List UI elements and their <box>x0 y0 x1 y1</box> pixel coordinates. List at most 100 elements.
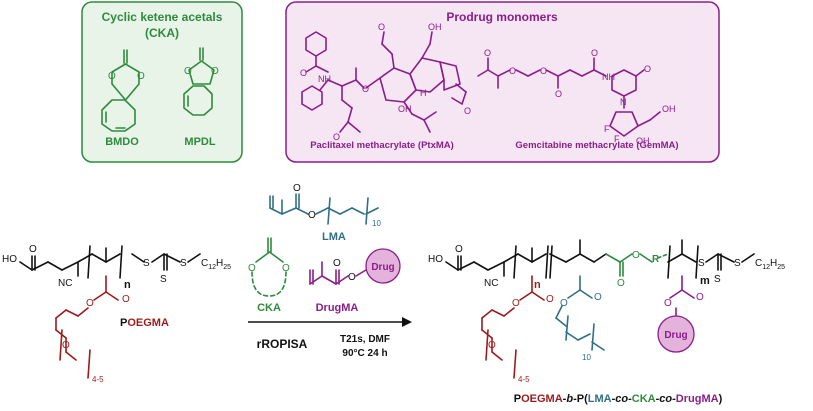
cka-label: CKA <box>257 302 281 314</box>
product-c12h25: C12H25 <box>755 258 785 271</box>
product-label-dash5: - <box>656 393 660 405</box>
poegma-o-ester2: O <box>86 298 94 309</box>
gemma-o3: O <box>540 66 547 76</box>
lma-o2: O <box>308 210 316 221</box>
product-structure: HO O NC n O O R m S S S C12H25 O O <box>428 239 785 405</box>
gemma-o4: O <box>555 89 562 99</box>
poegma-s1: S <box>143 258 150 269</box>
product-label-oegma: OEGMA <box>521 393 563 405</box>
product-h: H <box>770 258 777 269</box>
gemma-n1: N <box>620 97 627 107</box>
product-c-sub: 12 <box>762 264 770 271</box>
reaction-conditions-2: 90°C 24 h <box>342 348 387 359</box>
gemma-oh2: OH <box>662 104 676 114</box>
poegma-label-p: P <box>120 317 127 329</box>
poegma-structure: HO O NC n S S S C12H25 O O O 4-5 P <box>2 244 231 384</box>
product-label-cka: CKA <box>632 393 656 405</box>
product-o-blue1: O <box>594 292 602 303</box>
bmdo-structure <box>101 49 140 132</box>
poegma-n: n <box>124 279 131 291</box>
bmdo-label: BMDO <box>105 136 139 148</box>
gemma-label: Gemcitabine methacrylate (GemMA) <box>515 140 678 151</box>
product-o-cka2: O <box>632 250 640 261</box>
reaction-arrow <box>248 317 412 327</box>
gemma-f2: F <box>614 134 620 144</box>
drug-circle-reagent-label: Drug <box>371 262 394 273</box>
mpdl-o-right: O <box>211 66 219 77</box>
ptxma-oh2: OH <box>398 104 412 114</box>
bmdo-o-left: O <box>108 71 116 82</box>
product-sub-4-5: 4-5 <box>518 375 530 384</box>
cka-box-subtitle: (CKA) <box>145 26 179 40</box>
product-label-co2: co <box>659 393 672 405</box>
product-o-pur1: O <box>696 292 704 303</box>
poegma-o-ester1: O <box>122 294 130 305</box>
poegma-label-rest: OEGMA <box>127 317 169 329</box>
cka-box-title: Cyclic ketene acetals <box>102 10 223 24</box>
poegma-nc: NC <box>58 278 72 289</box>
drugma-o1: O <box>333 258 341 269</box>
product-o-pur2: O <box>664 298 672 309</box>
prodrug-box: Prodrug monomers <box>285 1 720 163</box>
product-nc: NC <box>484 278 498 289</box>
ptxma-o1: O <box>300 68 307 78</box>
product-label-co1: co <box>615 393 628 405</box>
ptxma-o2: O <box>362 84 369 94</box>
reaction-conditions-1: T21s, DMF <box>340 334 390 345</box>
gemma-o5: O <box>591 48 598 58</box>
ptxma-o5: O <box>464 106 471 116</box>
product-label-b: b <box>566 393 573 405</box>
ptxma-h: H <box>420 88 427 98</box>
reagents: O O 10 LMA O O CKA O O Drug <box>248 183 401 314</box>
gemma-nh: NH <box>602 72 615 82</box>
product-label-close: ) <box>719 393 723 405</box>
mpdl-structure <box>183 47 215 116</box>
poegma-s3: S <box>180 258 187 269</box>
poegma-label: POEGMA <box>120 317 169 329</box>
product-label-lma: LMA <box>588 393 612 405</box>
mpdl-o-left: O <box>184 66 192 77</box>
lma-label: LMA <box>322 231 346 243</box>
poegma-oh: HO <box>2 254 17 265</box>
poegma-h: H <box>216 258 223 269</box>
product-label: POEGMA-b-P(LMA-co-CKA-co-DrugMA) <box>514 393 723 405</box>
lma-sub-10: 10 <box>372 219 381 228</box>
poegma-o-ether: O <box>62 340 70 351</box>
product-s3: S <box>734 258 741 269</box>
product-ho: HO <box>428 254 443 265</box>
drug-circle-product <box>657 315 695 353</box>
product-h-sub: 25 <box>777 264 785 271</box>
cka-box: Cyclic ketene acetals (CKA) O O BMDO O O… <box>81 1 243 163</box>
poegma-h-sub: 25 <box>223 264 231 271</box>
ptxma-o3: O <box>333 132 340 142</box>
ptxma-o4: O <box>378 22 385 32</box>
gemma-o2: O <box>509 66 516 76</box>
product-label-p1: P <box>514 393 521 405</box>
ptxma-label: Paclitaxel methacrylate (PtxMA) <box>310 140 454 151</box>
prodrug-box-frame <box>285 1 720 163</box>
gemma-f1: F <box>604 124 610 134</box>
cka-o-left: O <box>248 263 256 274</box>
bmdo-o-right: O <box>137 71 145 82</box>
prodrug-box-title: Prodrug monomers <box>446 10 558 24</box>
product-label-dash6: - <box>672 393 676 405</box>
poegma-sub-4-5: 4-5 <box>92 375 104 384</box>
gemma-oh1: OH <box>636 136 650 146</box>
drug-circle-product-label: Drug <box>664 330 687 341</box>
product-m: m <box>700 275 710 287</box>
drug-circle-reagent <box>365 248 401 284</box>
product-c: C <box>755 258 762 269</box>
product-o-red1: O <box>546 294 554 305</box>
lma-o1: O <box>293 183 301 194</box>
product-o-red3: O <box>488 340 496 351</box>
reaction-method: rROPISA <box>257 337 308 351</box>
product-s1: S <box>698 258 705 269</box>
gemma-structure <box>477 57 661 137</box>
gemma-o1: O <box>484 48 491 58</box>
product-o-carbonyl: O <box>455 244 463 255</box>
product-label-dash2: -P( <box>573 393 588 405</box>
product-s2: S <box>714 274 721 285</box>
ptxma-structure <box>301 31 467 133</box>
product-r: R <box>652 254 660 265</box>
